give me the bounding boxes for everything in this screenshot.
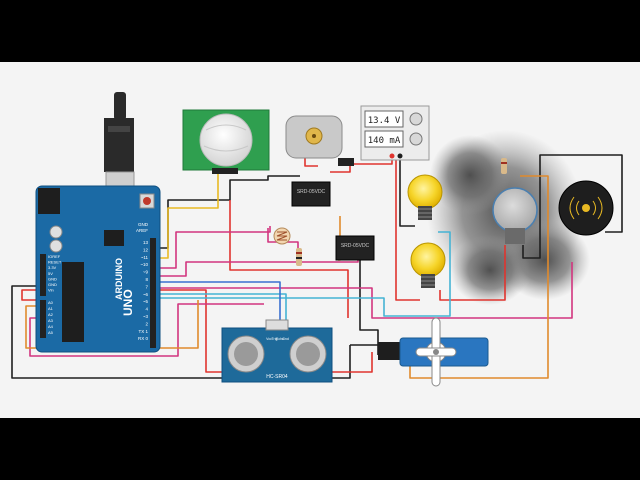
- wire-pink-4[interactable]: [158, 262, 573, 319]
- relay-2[interactable]: SRD-05VDC: [335, 235, 375, 261]
- current-readout: 140 mA: [368, 136, 401, 146]
- arduino-analog-label: A4: [48, 324, 54, 329]
- analog-header: [40, 300, 46, 338]
- resistor-ldr[interactable]: [296, 248, 302, 266]
- arduino-pin-label: TX 1: [138, 329, 148, 334]
- wire-red-bulb2[interactable]: [395, 158, 420, 301]
- dc-motor-icon: [492, 187, 538, 233]
- pir-sensor[interactable]: [182, 109, 270, 174]
- power-jack-icon: [38, 188, 60, 214]
- wire-red-arduino[interactable]: [21, 289, 207, 340]
- photoresistor[interactable]: [273, 227, 291, 245]
- pir-dome: [199, 113, 253, 167]
- arduino-pin-label: 7: [145, 284, 148, 289]
- arduino-power-label: GND: [48, 282, 57, 287]
- wire-cyan-2[interactable]: [158, 293, 287, 326]
- speaker-icon: [582, 204, 590, 212]
- arduino-pin-label: 4: [145, 307, 148, 312]
- dc-motor-top[interactable]: [285, 115, 343, 159]
- power-header: [40, 254, 46, 296]
- arduino-analog-label: A0: [48, 300, 54, 305]
- arduino-analog-label: A5: [48, 330, 54, 335]
- arduino-brand: ARDUINO: [114, 258, 124, 300]
- wire-cyan-1[interactable]: [158, 231, 451, 317]
- arduino-pin-label: ~5: [143, 299, 149, 304]
- arduino-pin-label: ~9: [143, 270, 149, 275]
- wire-orange-1[interactable]: [25, 300, 199, 349]
- arduino-pin-label: 2: [145, 321, 148, 326]
- wire-pink-1[interactable]: [158, 226, 271, 269]
- arduino-power-label: 5V: [48, 271, 53, 276]
- arduino-side-label: AREF: [136, 228, 148, 233]
- ultrasonic-pin-label: Echo: [276, 337, 284, 341]
- reset-button[interactable]: [143, 197, 151, 205]
- relay-1-title: SRD-05VDC: [297, 189, 326, 195]
- voltage-knob[interactable]: [409, 112, 423, 126]
- arduino-power-label: RESET: [48, 260, 62, 265]
- resistor-motor[interactable]: [501, 158, 507, 174]
- wire-red-ultra[interactable]: [229, 200, 349, 318]
- arduino-pin-label: ~10: [140, 262, 148, 267]
- current-knob[interactable]: [409, 132, 423, 146]
- wire-pink-3[interactable]: [29, 303, 264, 357]
- arduino-power-label: 3.3V: [48, 265, 57, 270]
- ultrasonic-footer: HC-SR04: [266, 374, 288, 380]
- wire-black-bulb[interactable]: [399, 158, 415, 227]
- wires: [11, 154, 623, 379]
- arduino-uno[interactable]: ARDUINO UNO 13 12 ~11 ~10 ~9 8 7 ~6 ~5 4 ~3 2 TX 1 RX…: [35, 92, 161, 353]
- wire-red-motor[interactable]: [439, 245, 506, 301]
- wire-black-arduino-bottom[interactable]: [11, 285, 351, 379]
- arduino-pin-label: ~3: [143, 314, 149, 319]
- arduino-pin-label: ~11: [141, 255, 149, 260]
- arduino-pin-label: 12: [143, 247, 149, 252]
- arduino-pin-label: ~6: [143, 292, 149, 297]
- digital-header: [150, 238, 156, 348]
- arduino-power-label: GND: [48, 276, 57, 281]
- ultrasonic-pin-label: Vcc: [266, 337, 272, 341]
- servo-motor[interactable]: [378, 317, 489, 387]
- relay-1[interactable]: SRD-05VDC: [291, 181, 331, 207]
- light-bulb-icon: [407, 174, 443, 210]
- wire-yellow[interactable]: [158, 172, 219, 259]
- arduino-model: UNO: [121, 289, 135, 316]
- light-bulb-2[interactable]: [410, 242, 446, 288]
- ultrasonic-pin-label: Trig: [272, 337, 278, 341]
- wire-black-motor[interactable]: [522, 154, 623, 259]
- arduino-analog-label: A2: [48, 312, 54, 317]
- wire-red-top[interactable]: [304, 158, 318, 167]
- atmega-chip: [62, 262, 84, 342]
- wire-blue[interactable]: [158, 281, 281, 326]
- usb-cable: [114, 92, 126, 120]
- relay-2-title: SRD-05VDC: [341, 243, 370, 249]
- voltage-readout: 13.4 V: [368, 116, 401, 126]
- ultrasonic-pin-label: Gnd: [282, 337, 289, 341]
- arduino-analog-label: A1: [48, 306, 54, 311]
- dc-motor[interactable]: [492, 187, 538, 244]
- light-bulb-1[interactable]: [407, 174, 443, 220]
- arduino-pin-label: 13: [143, 240, 149, 245]
- arduino-side-label: GND: [138, 222, 149, 227]
- wire-orange-2[interactable]: [409, 175, 549, 379]
- arduino-power-label: Vin: [48, 288, 54, 293]
- arduino-pin-label: 8: [145, 277, 148, 282]
- arduino-analog-label: A3: [48, 318, 54, 323]
- piezo-buzzer[interactable]: [558, 180, 614, 236]
- power-supply[interactable]: 13.4 V 140 mA: [360, 105, 430, 161]
- slide-switch[interactable]: [338, 158, 354, 166]
- arduino-pin-label: RX 0: [138, 336, 149, 341]
- arduino-power-label: IOREF: [48, 254, 61, 259]
